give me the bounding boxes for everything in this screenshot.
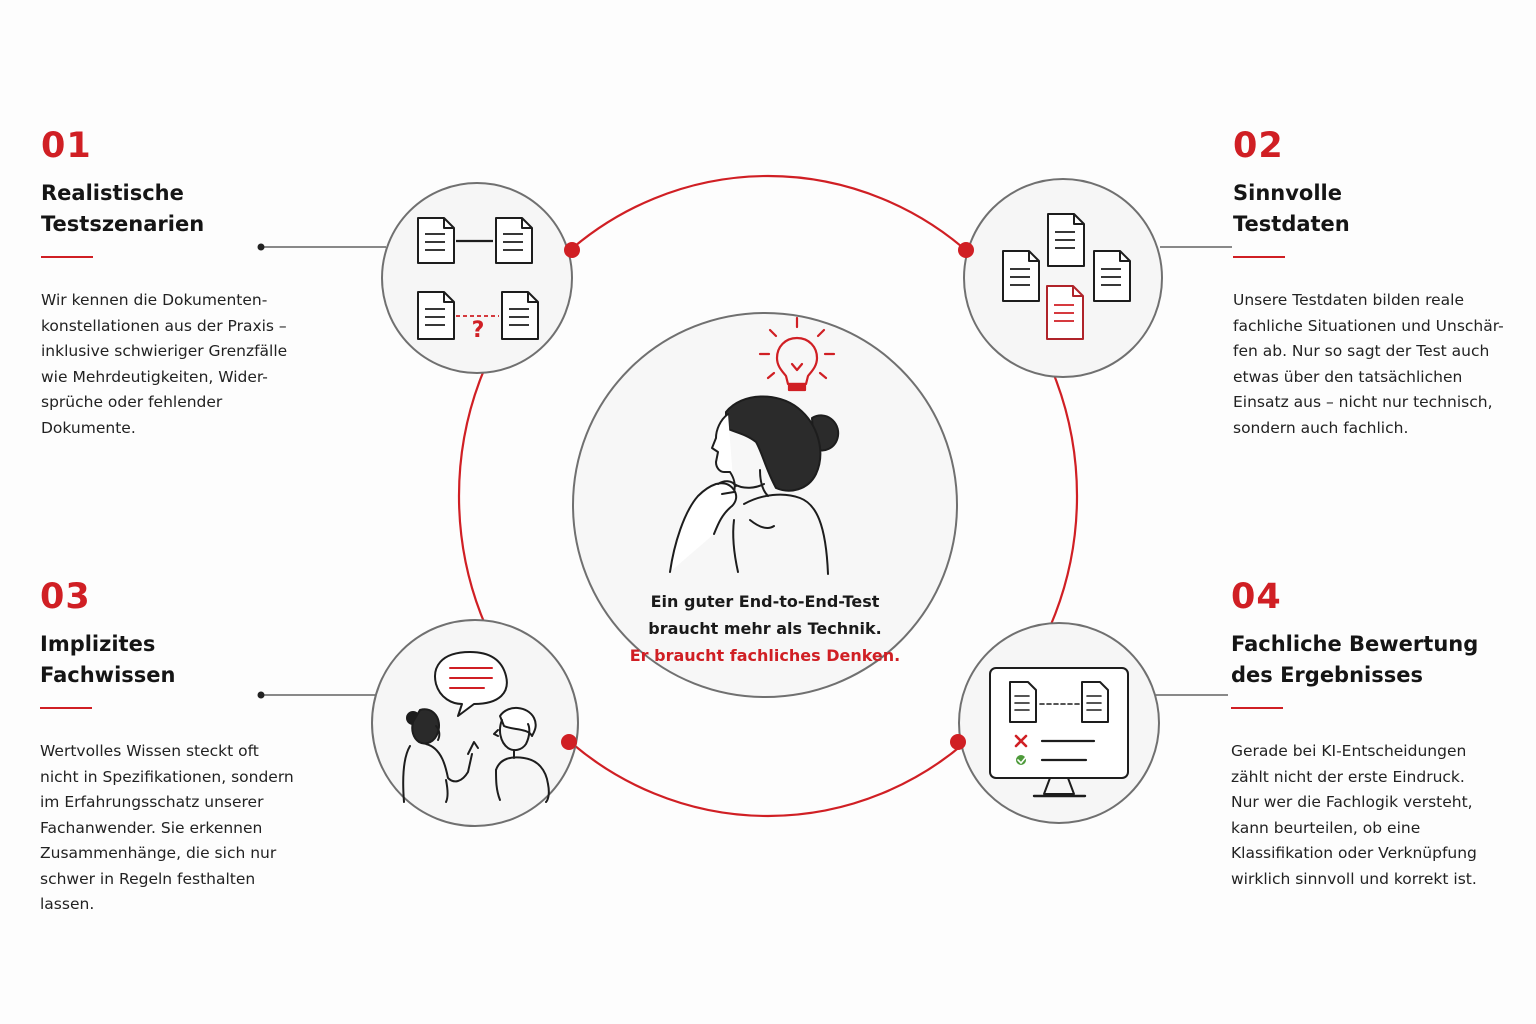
title-underline <box>41 256 93 258</box>
item-description: Unsere Testdaten bilden reale fachliche … <box>1233 291 1504 437</box>
title-underline <box>1231 707 1283 709</box>
item-04: 04 Fachliche Bewertung des Ergebnisses G… <box>1231 577 1521 892</box>
connecting-ring <box>457 174 1079 818</box>
lightbulb-icon <box>758 316 836 392</box>
circle-03 <box>371 619 579 827</box>
item-number: 03 <box>40 577 91 617</box>
item-01: 01 Realistische Testszenarien Wir kennen… <box>41 126 316 441</box>
item-title: Sinnvolle Testdaten <box>1233 181 1350 236</box>
item-03: 03 Implizites Fachwissen Wertvolles Wiss… <box>40 577 315 918</box>
center-circle <box>572 312 958 698</box>
center-line-2: braucht mehr als Technik. <box>648 619 882 638</box>
document-comparison-icon <box>417 217 539 340</box>
circle-02 <box>963 178 1163 378</box>
item-number: 02 <box>1233 126 1284 166</box>
center-line-1: Ein guter End-to-End-Test <box>650 592 880 611</box>
item-number: 04 <box>1231 577 1282 617</box>
center-message: Ein guter End-to-End-Test braucht mehr a… <box>600 588 930 669</box>
item-title: Implizites Fachwissen <box>40 632 176 687</box>
junction-dots <box>561 242 974 750</box>
monitor-evaluation-icon <box>989 667 1129 798</box>
item-description: Wir kennen die Dokumenten- konstellation… <box>41 291 288 437</box>
documents-cluster-icon <box>1002 213 1131 340</box>
item-description: Wertvolles Wissen steckt oft nicht in Sp… <box>40 742 294 913</box>
circle-01 <box>381 182 573 374</box>
item-description: Gerade bei KI-Entscheidungen zählt nicht… <box>1231 742 1477 888</box>
conversation-icon <box>402 651 550 803</box>
item-title: Realistische Testszenarien <box>41 181 205 236</box>
item-title: Fachliche Bewertung des Ergebnisses <box>1231 632 1479 687</box>
item-02: 02 Sinnvolle Testdaten Unsere Testdaten … <box>1233 126 1508 441</box>
title-underline <box>40 707 92 709</box>
connector-lines <box>261 246 1232 696</box>
connector-end-dots <box>257 243 265 699</box>
thinking-woman-icon <box>669 395 840 575</box>
center-line-3: Er braucht fachliches Denken. <box>629 646 901 665</box>
question-mark: ? <box>472 318 485 343</box>
title-underline <box>1233 256 1285 258</box>
item-number: 01 <box>41 126 92 166</box>
